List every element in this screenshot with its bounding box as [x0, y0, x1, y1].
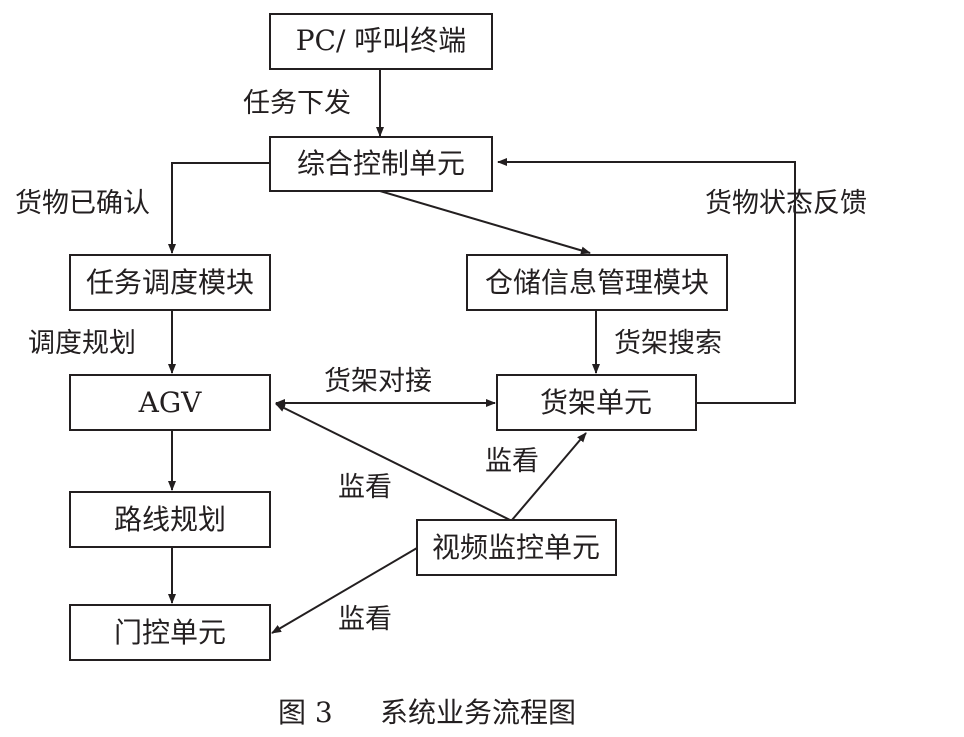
node-task-scheduler-box [69, 254, 271, 311]
caption-title: 系统业务流程图 [380, 696, 576, 729]
node-task-scheduler-label: 任务调度模块 [86, 266, 254, 299]
arrow-control-to-scheduler [168, 162, 270, 254]
node-door-control-label: 门控单元 [114, 616, 226, 649]
node-door-control-box [69, 604, 271, 661]
arrow-video-to-shelf [511, 432, 587, 521]
node-warehouse-info: 仓储信息管理模块 [466, 254, 728, 311]
edge-label-monitor-agv: 监看 [338, 472, 392, 503]
node-video-monitor-label: 视频监控单元 [432, 531, 600, 564]
node-pc-terminal-box [269, 13, 493, 70]
connectors [168, 69, 796, 634]
edge-label-shelf-search: 货架搜索 [614, 328, 722, 359]
node-door-control: 门控单元 [69, 604, 271, 661]
node-shelf-unit-label: 货架单元 [540, 386, 652, 419]
node-warehouse-info-label: 仓储信息管理模块 [485, 266, 709, 299]
node-video-monitor: 视频监控单元 [416, 519, 617, 576]
node-route-planning-label: 路线规划 [114, 503, 226, 536]
node-task-scheduler: 任务调度模块 [69, 254, 271, 311]
node-control-unit-label: 综合控制单元 [297, 147, 465, 180]
edge-label-goods-confirmed: 货物已确认 [15, 188, 150, 219]
node-agv-label: AGV [138, 386, 203, 419]
figure-caption: 图 3 系统业务流程图 [278, 696, 576, 729]
edge-label-goods-status-feedback: 货物状态反馈 [705, 188, 867, 219]
node-pc-terminal: PC/ 呼叫终端 [269, 13, 493, 70]
caption-figure-number: 图 3 [278, 696, 333, 729]
node-control-unit: 综合控制单元 [269, 136, 493, 192]
node-agv-box [69, 374, 271, 431]
arrow-shelf-feedback-to-control [497, 158, 796, 404]
edge-label-scheduling-plan: 调度规划 [28, 328, 136, 359]
node-shelf-unit: 货架单元 [496, 374, 697, 431]
node-route-planning-box [69, 491, 271, 548]
edge-label-monitor-door: 监看 [338, 604, 392, 635]
node-video-monitor-box [416, 519, 617, 576]
node-pc-terminal-label: PC/ 呼叫终端 [296, 24, 467, 57]
node-agv: AGV [69, 374, 271, 431]
node-shelf-unit-box [496, 374, 697, 431]
node-route-planning: 路线规划 [69, 491, 271, 548]
edge-label-task-dispatch: 任务下发 [243, 88, 351, 119]
arrow-video-to-door [271, 547, 418, 634]
edge-label-monitor-shelf: 监看 [485, 446, 539, 477]
edge-label-shelf-docking: 货架对接 [324, 366, 432, 397]
arrow-video-to-agv [275, 403, 511, 521]
node-warehouse-info-box [466, 254, 728, 311]
arrow-control-to-warehouse [379, 190, 591, 255]
node-control-unit-box [269, 136, 493, 192]
